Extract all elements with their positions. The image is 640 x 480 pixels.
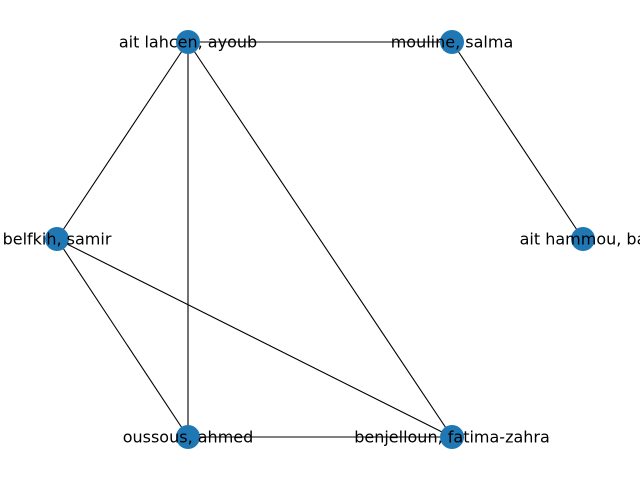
node-fatima — [440, 425, 464, 449]
node-salma — [440, 30, 464, 54]
node-label-salma: mouline, salma — [391, 33, 514, 52]
edge-ayoub-fatima — [187, 41, 453, 438]
node-ahmed — [176, 425, 200, 449]
edge-ayoub-samir — [56, 41, 189, 240]
node-ayoub — [176, 30, 200, 54]
node-ba — [571, 227, 595, 251]
node-label-ba: ait hammou, ba — [520, 230, 640, 249]
labels-layer: ait lahcen, ayoub mouline, salma belfkih, … — [3, 33, 640, 447]
edges-layer — [56, 41, 584, 438]
node-label-fatima: benjelloun, fatima-zahra — [354, 428, 550, 447]
node-label-ayoub: ait lahcen, ayoub — [119, 33, 257, 52]
nodes-layer — [45, 30, 595, 449]
edge-salma-ba — [451, 41, 584, 240]
node-samir — [45, 227, 69, 251]
node-label-ahmed: oussous, ahmed — [123, 428, 254, 447]
edge-samir-ahmed — [56, 238, 189, 438]
edge-samir-fatima — [56, 238, 453, 438]
node-label-samir: belfkih, samir — [3, 230, 112, 249]
